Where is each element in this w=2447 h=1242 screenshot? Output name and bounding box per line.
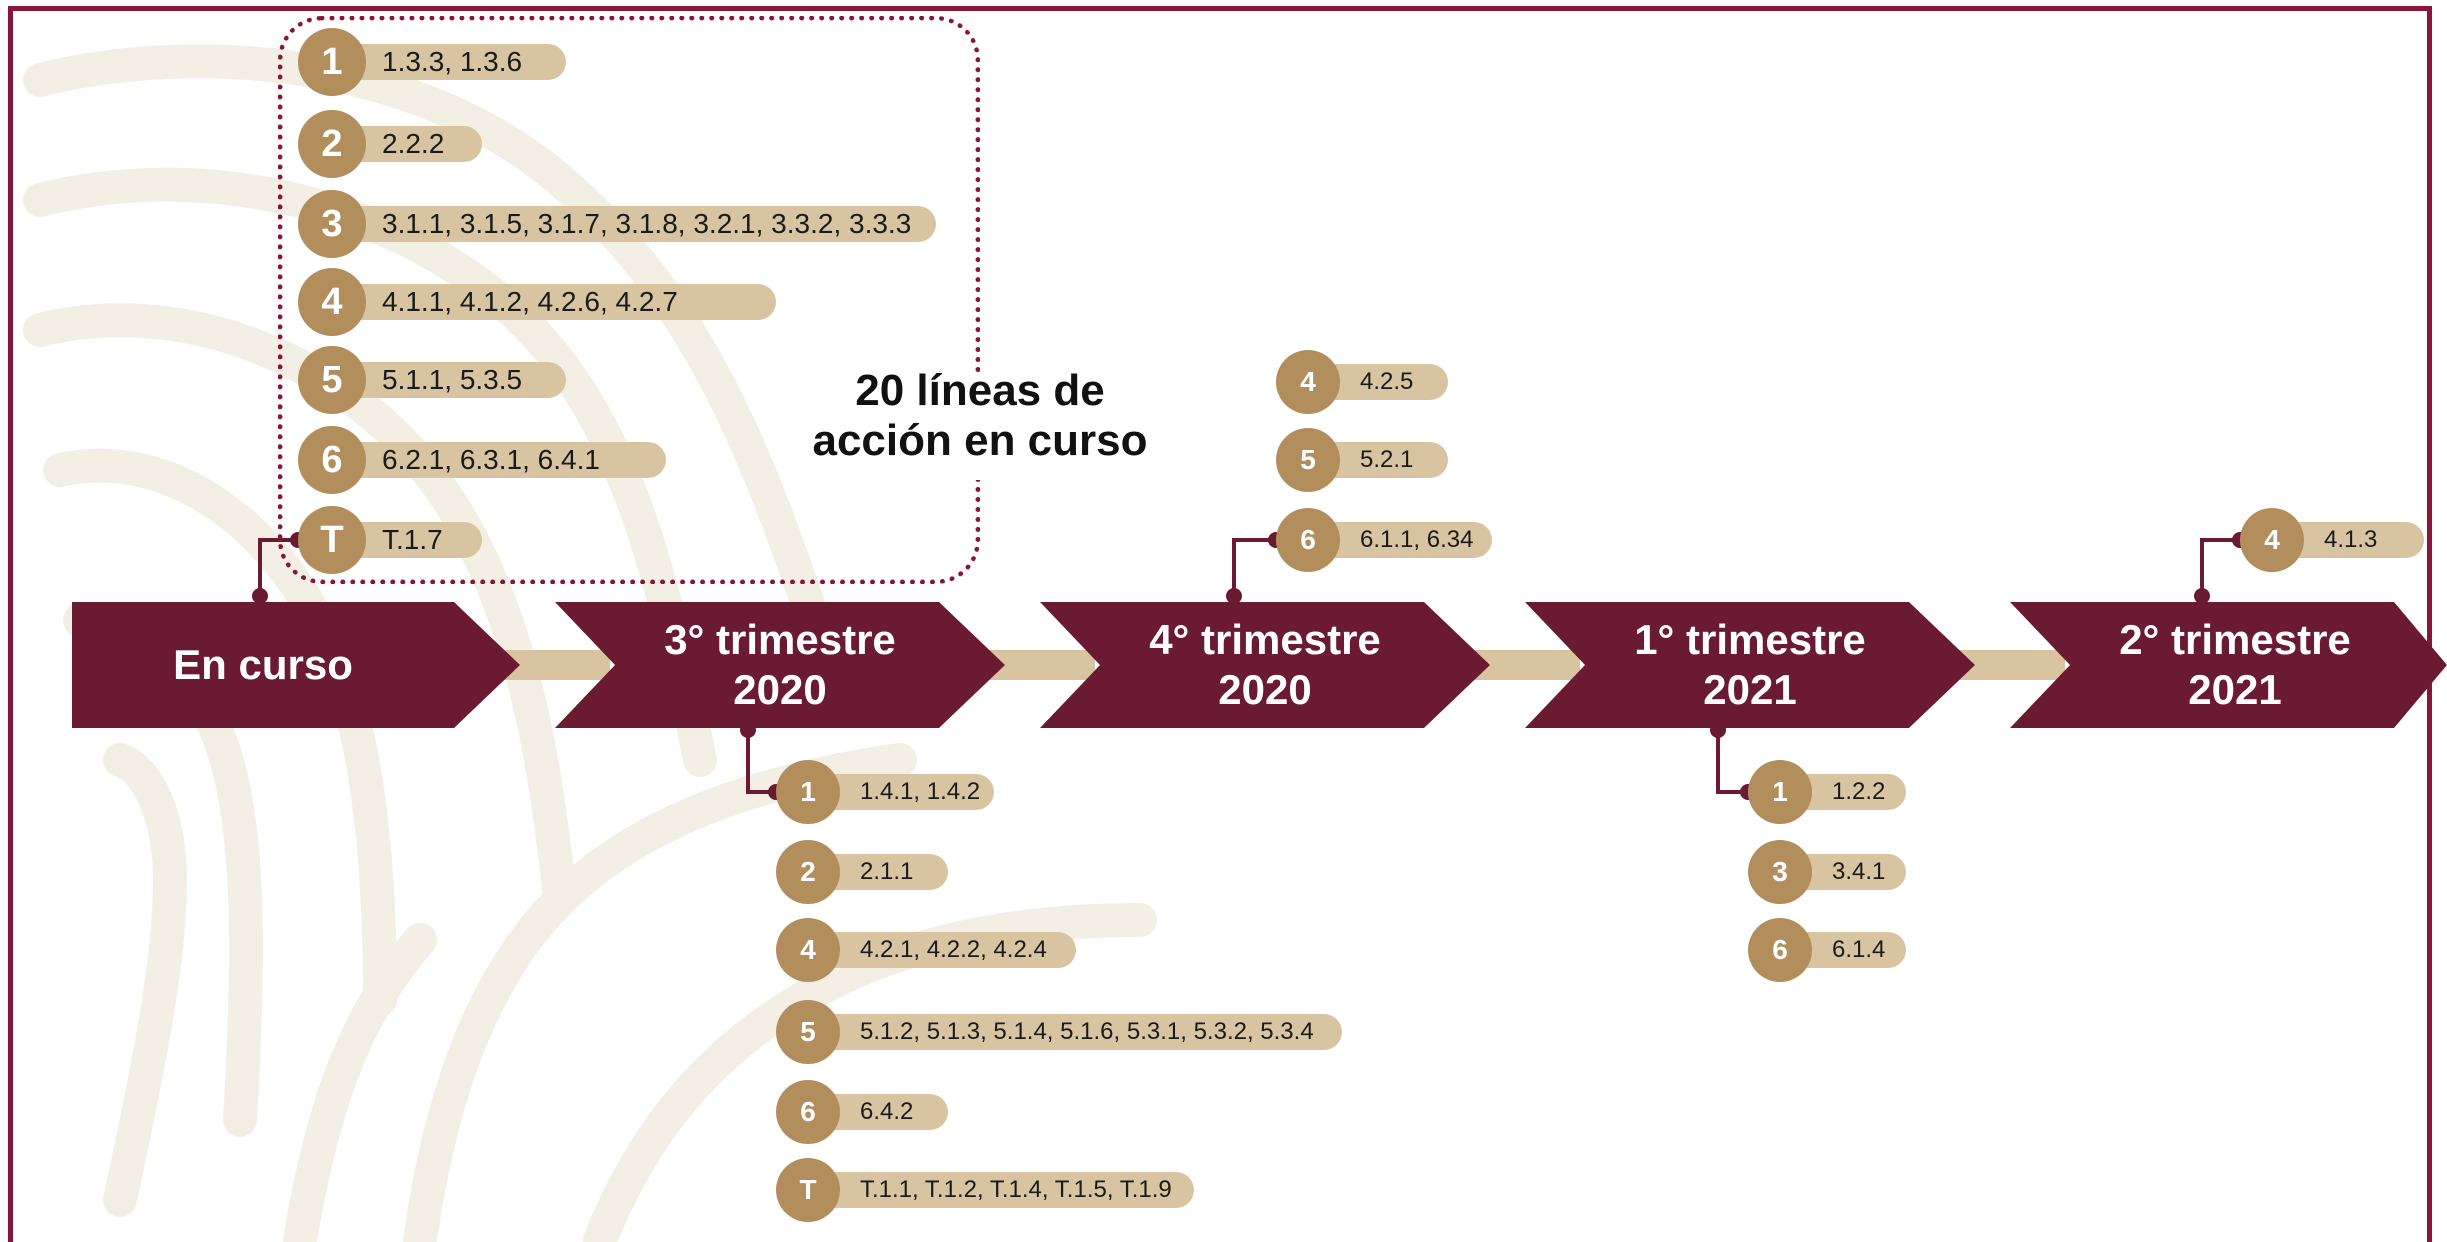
action-lines: 3.4.1: [1832, 858, 1886, 885]
action-lines: 2.2.2: [382, 128, 445, 159]
summary-line-1: 20 líneas de: [855, 366, 1105, 415]
objective-number: 4: [298, 268, 366, 336]
objective-number: 5: [298, 346, 366, 414]
stage-label-2: 2020: [1218, 666, 1312, 713]
action-lines: 6.4.2: [860, 1098, 914, 1125]
dotted-box-gap: [960, 376, 1000, 480]
summary-line-2: acción en curso: [812, 416, 1148, 465]
objective-number: 5: [776, 1000, 840, 1064]
objective-number: 1: [1748, 760, 1812, 824]
chevron-shape: [1040, 602, 1490, 728]
action-lines: 4.1.3: [2324, 526, 2378, 553]
action-lines: T.1.7: [382, 524, 443, 555]
objective-number: 2: [298, 110, 366, 178]
objective-number: 1: [298, 28, 366, 96]
action-lines: 2.1.1: [860, 858, 914, 885]
action-lines: 1.2.2: [1832, 778, 1886, 805]
chevron-shape: [72, 602, 520, 728]
stage-4-trim-2020: 4° trimestre 2020: [1040, 602, 1490, 728]
action-lines: 4.2.5: [1360, 368, 1414, 395]
chevron-shape: [1525, 602, 1975, 728]
action-lines: 4.2.1, 4.2.2, 4.2.4: [860, 936, 1047, 963]
summary-label: 20 líneas de acción en curso: [790, 366, 1170, 466]
objective-number: T: [298, 506, 366, 574]
stage-2-trim-2021: 2° trimestre 2021: [2010, 602, 2447, 728]
action-lines: 5.2.1: [1360, 446, 1414, 473]
stage-label-2: 2021: [1703, 666, 1797, 713]
stage-label-2: 2020: [733, 666, 827, 713]
stage-1-trim-2021: 1° trimestre 2021: [1525, 602, 1975, 728]
objective-number: T: [776, 1158, 840, 1222]
stage-label-1: 1° trimestre: [1634, 616, 1866, 663]
action-lines: 3.1.1, 3.1.5, 3.1.7, 3.1.8, 3.2.1, 3.3.2…: [382, 208, 912, 239]
action-lines: 6.1.1, 6.34: [1360, 526, 1474, 553]
en-curso-dotted-box: [278, 16, 980, 584]
action-lines: 5.1.1, 5.3.5: [382, 364, 523, 395]
objective-number: 4: [1276, 350, 1340, 414]
objective-number: 2: [776, 840, 840, 904]
stage-label-1: 2° trimestre: [2119, 616, 2351, 663]
chevron-shape: [555, 602, 1005, 728]
action-lines: 4.1.1, 4.1.2, 4.2.6, 4.2.7: [382, 286, 678, 317]
stage-label-1: 4° trimestre: [1149, 616, 1381, 663]
objective-number: 5: [1276, 428, 1340, 492]
action-lines: 1.4.1, 1.4.2: [860, 778, 981, 805]
objective-number: 6: [1748, 918, 1812, 982]
stage-label-2: 2021: [2188, 666, 2282, 713]
objective-number: 1: [776, 760, 840, 824]
action-lines: 5.1.2, 5.1.3, 5.1.4, 5.1.6, 5.3.1, 5.3.2…: [860, 1018, 1314, 1045]
objective-number: 6: [776, 1080, 840, 1144]
stage-en-curso: En curso: [72, 602, 520, 728]
objective-number: 6: [298, 426, 366, 494]
stage-label-1: En curso: [173, 641, 353, 688]
objective-number: 6: [1276, 508, 1340, 572]
stage-label-1: 3° trimestre: [664, 616, 896, 663]
action-lines: 6.1.4: [1832, 936, 1886, 963]
action-lines: 1.3.3, 1.3.6: [382, 46, 523, 77]
objective-number: 4: [776, 918, 840, 982]
chevron-shape: [2010, 602, 2447, 728]
page-border: [8, 6, 2432, 1242]
objective-number: 3: [1748, 840, 1812, 904]
action-lines: T.1.1, T.1.2, T.1.4, T.1.5, T.1.9: [860, 1176, 1172, 1203]
stage-3-trim-2020: 3° trimestre 2020: [555, 602, 1005, 728]
action-lines: 6.2.1, 6.3.1, 6.4.1: [382, 444, 600, 475]
objective-number: 3: [298, 190, 366, 258]
objective-number: 4: [2240, 508, 2304, 572]
